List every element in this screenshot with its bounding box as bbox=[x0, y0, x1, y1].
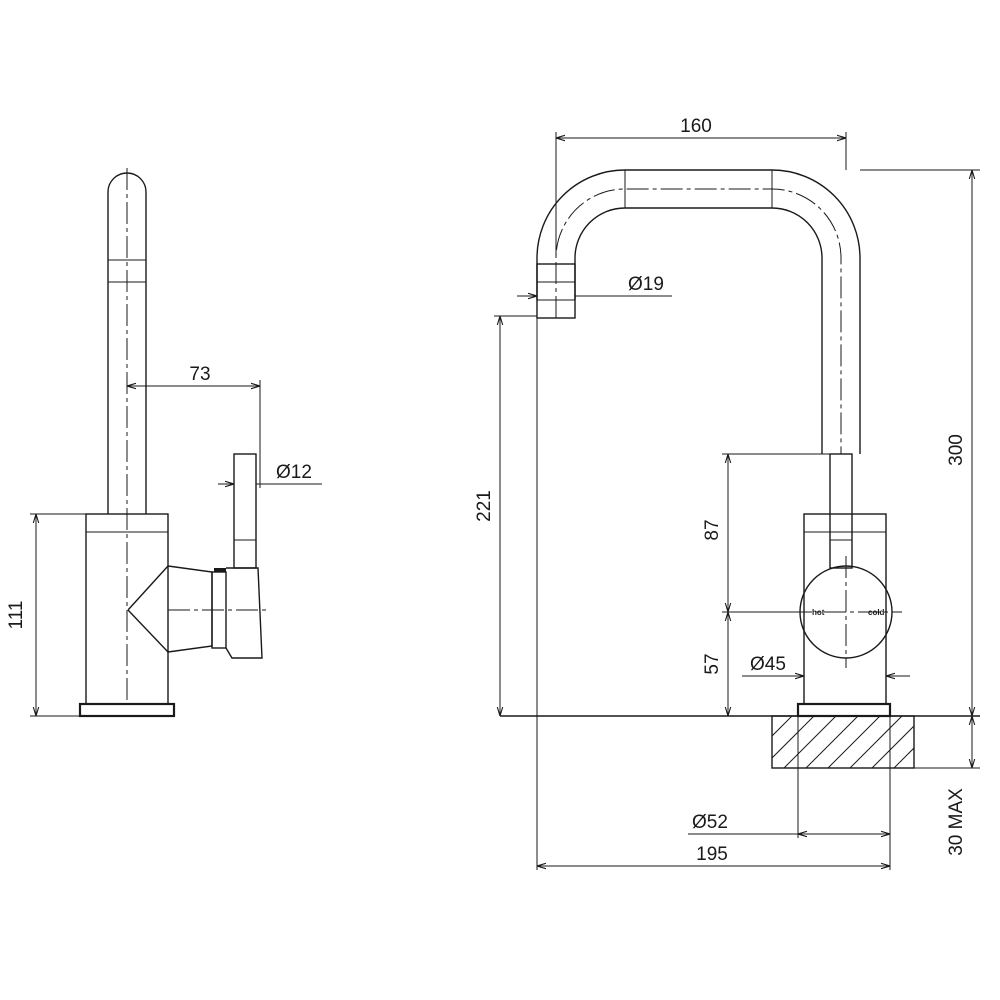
handle-label-hot: hot bbox=[812, 608, 825, 617]
side-base-plate bbox=[78, 702, 176, 718]
dim-195-label: 195 bbox=[696, 844, 728, 865]
dim-45-label: Ø45 bbox=[750, 654, 786, 675]
front-spout-centerline bbox=[555, 188, 842, 454]
dim-87-label: 87 bbox=[702, 519, 723, 540]
dim-57-label: 57 bbox=[702, 653, 723, 674]
side-lever bbox=[233, 453, 257, 569]
side-body-chamfer bbox=[127, 565, 169, 653]
dim-111-label: 111 bbox=[6, 601, 27, 630]
front-base-plate bbox=[796, 702, 892, 718]
bench-hatching bbox=[772, 716, 914, 768]
handle-label-cold: cold bbox=[868, 608, 885, 617]
side-handle-cartridge bbox=[167, 565, 213, 653]
dim-52-label: Ø52 bbox=[692, 812, 728, 833]
dim-19-label: Ø19 bbox=[628, 274, 664, 295]
dim-221-label: 221 bbox=[474, 490, 495, 522]
front-view: hot cold 160 Ø19 300 bbox=[474, 116, 980, 870]
front-spout-outer bbox=[536, 169, 861, 454]
dim-73-label: 73 bbox=[189, 364, 210, 385]
bench-section bbox=[771, 715, 915, 769]
front-outlet bbox=[536, 263, 576, 319]
dim-30-label: 30 MAX bbox=[946, 788, 967, 856]
front-spout-inner bbox=[574, 207, 823, 454]
front-lever bbox=[829, 453, 853, 569]
side-handle-cap bbox=[225, 567, 263, 659]
side-lever-pin bbox=[214, 568, 226, 572]
dim-160-label: 160 bbox=[680, 116, 712, 137]
dim-300-label: 300 bbox=[946, 434, 967, 466]
dim-12-label: Ø12 bbox=[276, 462, 312, 483]
side-view: 73 Ø12 111 bbox=[6, 168, 322, 718]
